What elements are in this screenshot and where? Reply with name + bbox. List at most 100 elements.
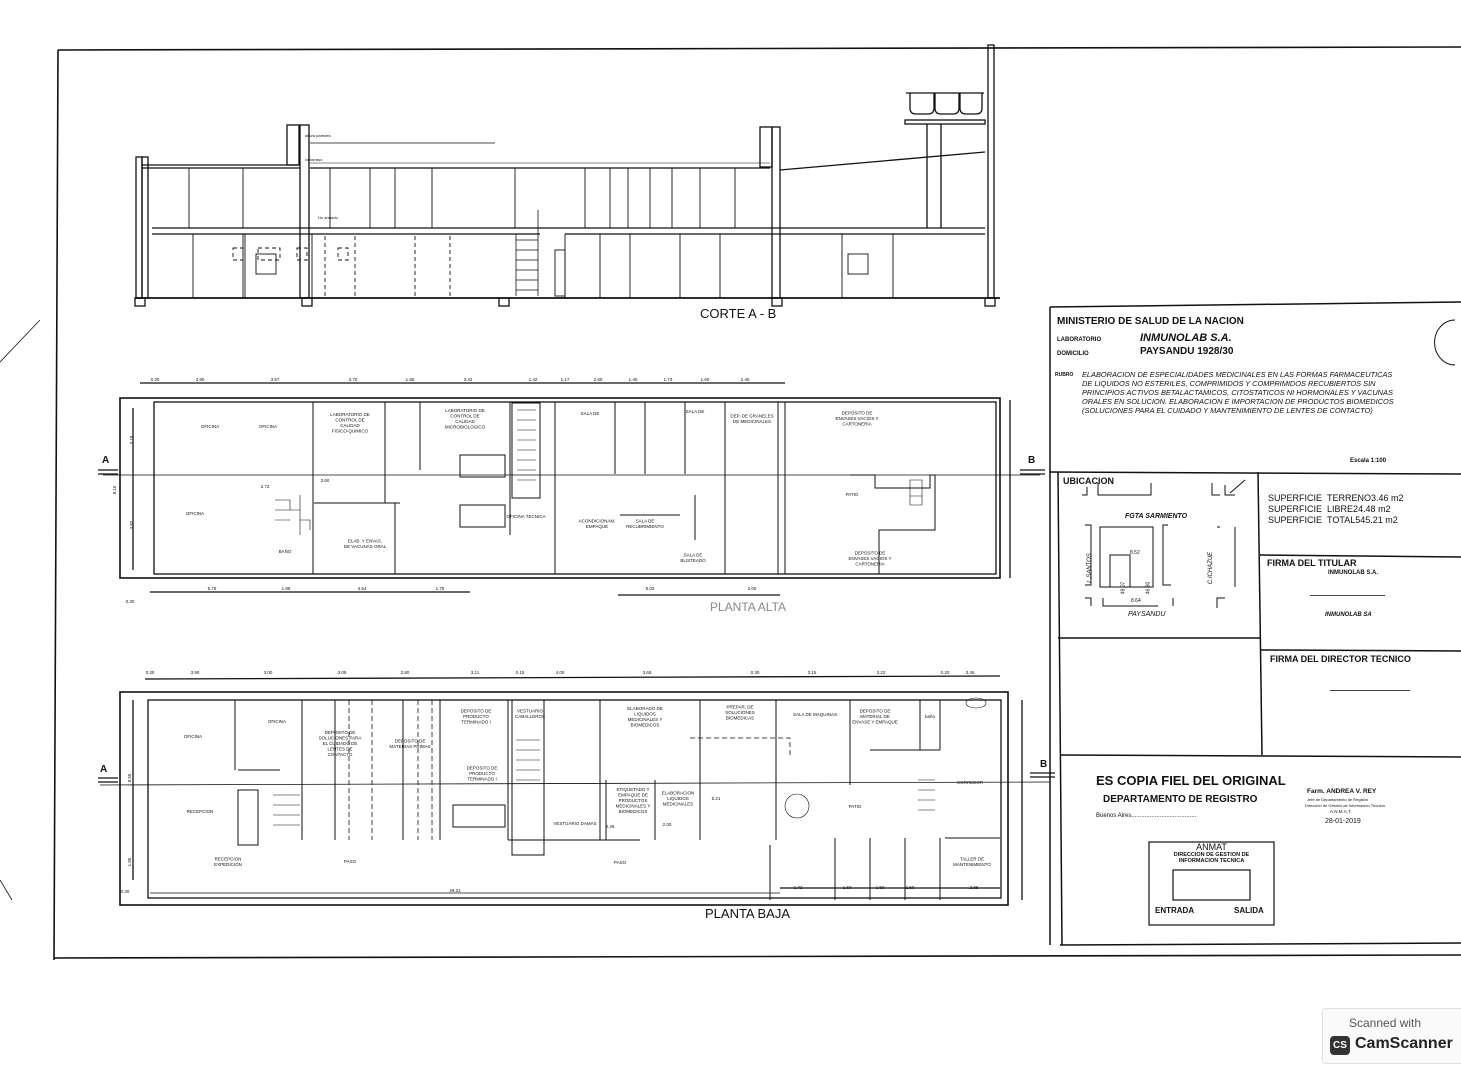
- surface-label: SUPERFICIE: [1268, 504, 1323, 514]
- upper-plan-title: PLANTA ALTA: [710, 600, 787, 614]
- owner-signature-title: FIRMA DEL TITULAR: [1267, 558, 1357, 568]
- room-label-line: DEPOSITO DE: [842, 411, 873, 416]
- room-label-line: LENTES DE: [327, 747, 352, 752]
- dimension-label: 2.72: [261, 484, 270, 489]
- watermark-line2: CamScanner: [1355, 1035, 1453, 1052]
- director-signature-title: FIRMA DEL DIRECTOR TECNICO: [1270, 654, 1411, 664]
- surface-row: SUPERFICIE TERRENO3.46 m2: [1268, 493, 1404, 504]
- room-label-line: CONTACTO: [328, 752, 353, 757]
- room-label: SALA DE: [581, 411, 600, 416]
- room-label-line: ELABORACION: [662, 791, 695, 796]
- room-label-line: DEPOSITO DE: [467, 766, 498, 771]
- room-label-line: VESTUARIO: [517, 708, 544, 713]
- anmat-stamp-subtitle: DIRECCION DE GESTION DE INFORMACION TECN…: [1149, 852, 1274, 864]
- room-label: OFICINA: [259, 424, 277, 429]
- dimension-label: 3.42: [464, 377, 473, 382]
- dimension-label: 0.20: [941, 670, 950, 675]
- title-block-frame: [1049, 301, 1461, 946]
- dimension-label: 3.18: [129, 435, 134, 444]
- rubro-line: ORALES EN SOLUCION. ELABORACION E IMPORT…: [1082, 397, 1394, 406]
- room-label-line: SALA DE: [636, 518, 655, 523]
- dimension-label: 0.30: [126, 599, 135, 604]
- camscanner-watermark: Scanned with CS CamScanner: [1322, 1008, 1461, 1064]
- dimension-label: 3.15: [808, 670, 817, 675]
- dimension-label: 0.30: [151, 377, 160, 382]
- room-label-line: DE VACUNAS ORAL: [344, 544, 387, 549]
- room-label-line: LIQUIDOS: [634, 711, 656, 716]
- room-label-line: DEPOSITO DE: [325, 730, 356, 735]
- room-label-line: PREPAR. DE: [727, 705, 754, 710]
- watermark-line1: Scanned with: [1349, 1016, 1422, 1030]
- room-label-line: RECUBRIMIENTO: [626, 524, 664, 529]
- room-label: OFICINA TECNICA: [507, 514, 546, 519]
- dimension-label: 1.75: [436, 586, 445, 591]
- room-label: SALA DE: [686, 409, 705, 414]
- room-label-line: ENVASES VACIOS Y: [835, 416, 878, 421]
- lot-right-dim: 46.90: [1145, 581, 1152, 595]
- room-label-line: CARTONERIA: [855, 562, 884, 567]
- room-label-line: SOLUCIONES PARA: [319, 736, 362, 741]
- room-label-line: TERMINADO I: [467, 777, 497, 782]
- certification-date: 28-01-2019: [1325, 818, 1361, 825]
- room-label: SALA DE MAQUINAS: [793, 712, 837, 717]
- room-label: baño: [925, 714, 936, 719]
- room-label: OFICINA: [268, 719, 286, 724]
- surface-value: TOTAL545.21 m2: [1327, 515, 1398, 525]
- surface-label: SUPERFICIE: [1268, 493, 1323, 503]
- camscanner-logo-icon: CS: [1330, 1036, 1350, 1055]
- surface-label: SUPERFICIE: [1268, 515, 1323, 525]
- dimension-label: 0.30: [751, 670, 760, 675]
- room-label-line: CONTROL DE: [450, 413, 479, 418]
- section-note: Ho armado: [318, 215, 338, 220]
- rubro-line: PRINCIPIOS ACTIVOS BETALACTAMICOS, CITOS…: [1082, 388, 1393, 397]
- room-label-line: BIOMEDICOS: [619, 809, 648, 814]
- dimension-label: 2.85: [970, 885, 979, 890]
- certification-city: Buenos Aires............................…: [1096, 813, 1197, 819]
- anmat-subtitle-line: DIRECCION DE GESTION DE: [1173, 852, 1250, 858]
- owner-stamp: INMUNOLAB S.A.: [1328, 570, 1378, 576]
- dimension-label: 1.73: [664, 377, 673, 382]
- dimension-label: 3.57: [271, 377, 280, 382]
- director-signature: [1330, 690, 1410, 694]
- dimension-label: 3.90: [196, 377, 205, 382]
- rubro-line: (SOLUCIONES PARA EL CUIDADO Y MANTENIMIE…: [1082, 406, 1373, 415]
- room-label: VESTUARIO DAMAS: [553, 821, 596, 826]
- location-title: UBICACION: [1063, 476, 1114, 486]
- room-label-line: LIQUIDOS: [667, 796, 689, 801]
- room-label: PASO: [344, 859, 357, 864]
- room-label-line: ELABORADO DE: [627, 706, 663, 711]
- dimension-label: 4.54: [358, 586, 367, 591]
- room-label-line: BLISTEADO: [680, 558, 706, 563]
- dimension-label: 3.22: [877, 670, 886, 675]
- section-mark-b: B: [1028, 455, 1036, 466]
- room-label: ELAB. Y ENVAS.DE VACUNAS ORAL: [344, 538, 387, 549]
- dimension-label: 2.40: [741, 377, 750, 382]
- room-label-line: EXPEDICION: [214, 862, 242, 867]
- room-label-line: FISICO-QUIMICO: [332, 428, 369, 433]
- section-note: altura paredes: [305, 133, 331, 138]
- room-label-line: LABORATORIO DE: [445, 408, 485, 413]
- dimension-label: 2.00: [663, 822, 672, 827]
- surfaces-table: SUPERFICIE TERRENO3.46 m2 SUPERFICIE LIB…: [1268, 493, 1404, 526]
- dimension-label: 0.15: [516, 670, 525, 675]
- dimension-label: 1.60: [843, 885, 852, 890]
- room-label-line: EL CUIDADO DE: [323, 741, 358, 746]
- street-bottom: PAYSANDU: [1128, 611, 1166, 618]
- room-label: RECEPCION: [187, 809, 214, 814]
- dimension-label: 3.11: [471, 670, 480, 675]
- anmat-stamp-title: ANMAT: [1196, 842, 1227, 852]
- dimension-label: 2.80: [594, 377, 603, 382]
- signer-name: Farm. ANDREA V. REY: [1307, 788, 1377, 795]
- certification-heading: ES COPIA FIEL DEL ORIGINAL: [1096, 773, 1286, 788]
